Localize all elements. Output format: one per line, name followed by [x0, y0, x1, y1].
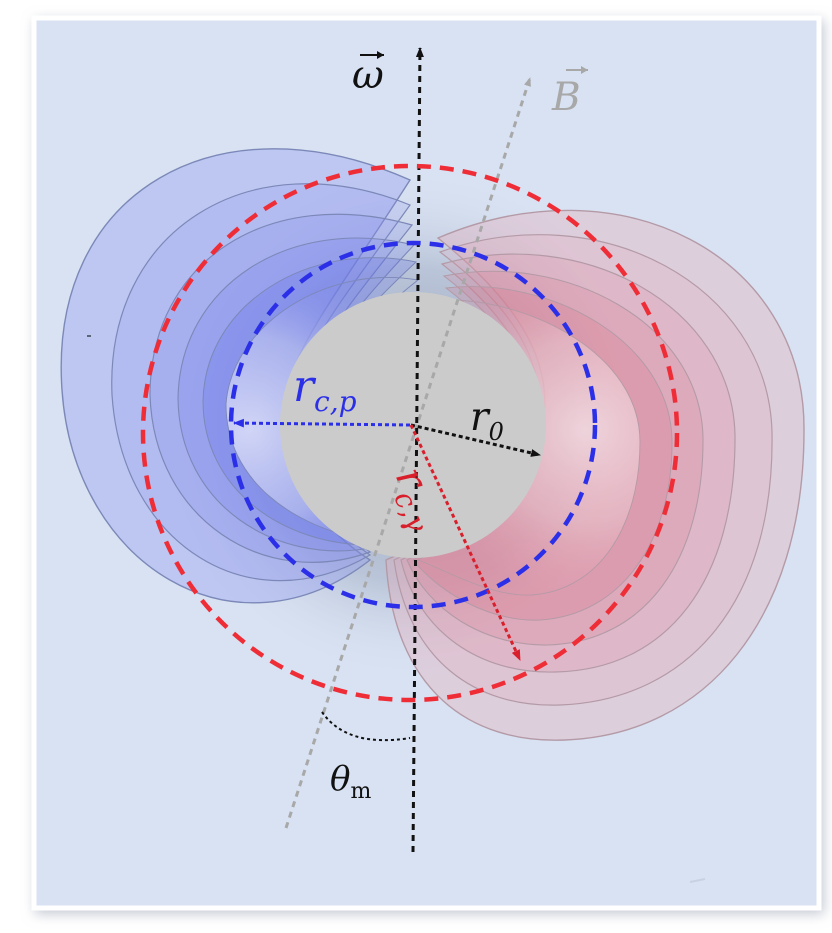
photon-critical-radius-circle — [140, 163, 680, 703]
svg-text:r0: r0 — [470, 395, 504, 446]
rotation-axis-line — [411, 47, 424, 853]
theta-angle-arc — [321, 711, 411, 742]
svg-text:ω: ω — [352, 53, 384, 98]
pair-radius-arrow — [232, 418, 411, 428]
theta-m-label: θm — [330, 759, 371, 804]
svg-text:B: B — [551, 75, 581, 120]
svg-text:rc,p: rc,p — [293, 361, 357, 418]
b-field-label: B — [551, 66, 588, 120]
svg-text:θm: θm — [330, 759, 371, 804]
r-cp-label: rc,p — [293, 361, 357, 418]
pair-critical-radius-circle — [228, 240, 598, 610]
omega-label: ω — [352, 51, 384, 98]
star-radius-arrow — [410, 423, 541, 457]
photon-radius-arrow — [409, 424, 522, 661]
field-structure: ω B rc,p r0 rc,γ — [60, 47, 805, 883]
r0-label: r0 — [470, 395, 504, 446]
bottom-edge-mark — [689, 878, 706, 883]
